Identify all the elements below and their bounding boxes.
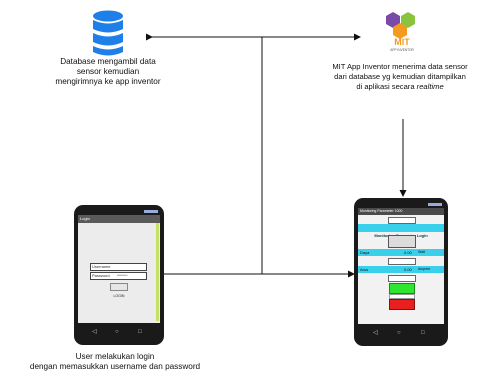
login-button[interactable]: LOGIN — [110, 283, 128, 298]
login-phone: Login Username Password •••••••••• LOGIN… — [74, 205, 164, 345]
green-button[interactable] — [389, 283, 415, 294]
database-caption: Database mengambil data sensor kemudian … — [38, 57, 178, 87]
caption-line: sensor kemudian — [76, 67, 140, 76]
caption-line: mengirimnya ke app inventor — [55, 77, 161, 86]
back-icon[interactable]: ◁ — [373, 330, 378, 336]
login-screen: Login Username Password •••••••••• LOGIN — [78, 215, 160, 323]
username-placeholder: Username — [92, 264, 111, 269]
header-banner: Monitoring Parameter Login — [358, 224, 444, 238]
row-value: 0.00 — [404, 267, 412, 272]
caption-line: User melakukan login — [75, 352, 155, 361]
side-accent — [156, 223, 159, 321]
parameter-row: Daya 0.00 Watt — [358, 249, 444, 256]
parameter-row: Arus 0.00 Ampere — [358, 266, 444, 273]
placeholder-box — [388, 258, 416, 265]
password-placeholder: Password — [92, 273, 110, 278]
login-button-label: LOGIN — [113, 294, 125, 298]
monitoring-screen: Monitoring Parameter 1000 Monitoring Par… — [358, 208, 444, 324]
caption-line: di aplikasi secara realtime — [312, 82, 488, 92]
row-label: Daya — [360, 250, 370, 255]
caption-prefix: di aplikasi secara — [356, 82, 417, 91]
nav-bar: ◁ ○ □ — [358, 326, 444, 340]
monitoring-phone: Monitoring Parameter 1000 Monitoring Par… — [354, 198, 448, 346]
database-node — [88, 8, 128, 58]
status-bar — [78, 209, 160, 214]
app-title-bar: Monitoring Parameter 1000 — [358, 208, 444, 215]
back-icon[interactable]: ◁ — [92, 329, 97, 335]
recent-apps-icon[interactable]: □ — [138, 329, 142, 335]
row-unit: Watt — [418, 250, 426, 254]
status-bar — [358, 202, 444, 207]
mit-logo-text: MIT — [394, 37, 410, 47]
caption-line: MIT App Inventor menerima data sensor — [332, 62, 468, 71]
red-button[interactable] — [389, 299, 415, 310]
mit-logo-icon — [386, 12, 415, 39]
row-label: Arus — [360, 267, 369, 272]
app-title: Monitoring Parameter 1000 — [360, 209, 403, 213]
password-field[interactable]: Password •••••••••• — [90, 272, 147, 280]
home-icon[interactable]: ○ — [397, 330, 401, 336]
chart-box — [388, 235, 416, 248]
app-title-bar: Login — [78, 215, 160, 223]
placeholder-box — [388, 217, 416, 224]
caption-line: dari database yg kemudian ditampilkan — [334, 72, 466, 81]
home-icon[interactable]: ○ — [115, 329, 119, 335]
row-unit: Ampere — [418, 267, 431, 271]
app-title: Login — [80, 216, 90, 221]
caption-line: Database mengambil data — [60, 57, 156, 66]
username-field[interactable]: Username — [90, 263, 147, 271]
caption-emphasis: realtime — [416, 82, 444, 91]
nav-bar: ◁ ○ □ — [78, 325, 160, 339]
mit-caption: MIT App Inventor menerima data sensor da… — [312, 62, 488, 92]
database-icon — [93, 10, 123, 56]
password-mask: •••••••••• — [117, 273, 128, 277]
mit-app-inventor-logo: MIT APP INVENTOR — [380, 10, 424, 56]
mit-logo-subtext: APP INVENTOR — [390, 48, 414, 52]
login-caption: User melakukan login dengan memasukkan u… — [10, 352, 220, 372]
placeholder-box — [388, 275, 416, 282]
white-bar — [389, 294, 415, 299]
row-value: 0.00 — [404, 250, 412, 255]
caption-line: dengan memasukkan username dan password — [29, 362, 201, 371]
recent-apps-icon[interactable]: □ — [421, 330, 425, 336]
